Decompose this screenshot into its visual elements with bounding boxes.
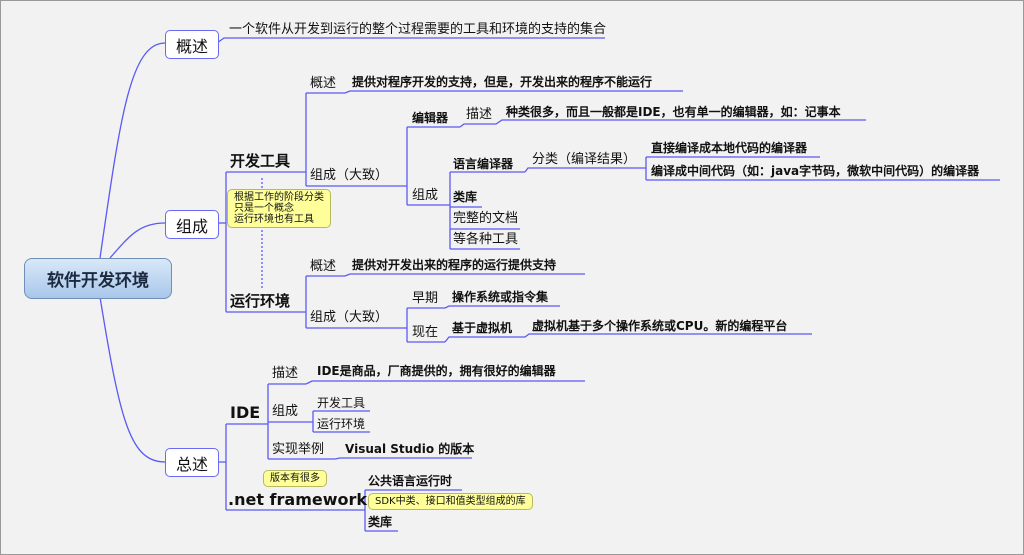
ide-comp-label[interactable]: 组成 — [272, 404, 299, 419]
root-node[interactable]: 软件开发环境 — [24, 258, 172, 299]
runtime-parts-label[interactable]: 组成（大致） — [310, 310, 389, 325]
devtools-overview-label[interactable]: 概述 — [310, 76, 337, 91]
vm-text[interactable]: 虚拟机基于多个操作系统或CPU。新的编程平台 — [532, 319, 788, 333]
net-library-node[interactable]: 类库 — [368, 515, 393, 529]
ide-comp-item[interactable]: 运行环境 — [317, 417, 366, 431]
now-label[interactable]: 现在 — [412, 325, 439, 340]
editor-node[interactable]: 编辑器 — [412, 111, 449, 125]
summary-node[interactable]: 总述 — [165, 448, 219, 477]
docs-node[interactable]: 完整的文档 — [453, 211, 519, 226]
compiler-node[interactable]: 语言编译器 — [453, 157, 514, 171]
sdk-note: SDK中类、接口和值类型组成的库 — [368, 493, 533, 510]
early-label[interactable]: 早期 — [412, 291, 439, 306]
ide-desc-label[interactable]: 描述 — [272, 366, 299, 381]
stage-note: 根据工作的阶段分类 只是一个概念 运行环境也有工具 — [227, 189, 331, 228]
note-line: 运行环境也有工具 — [234, 214, 314, 225]
tools-node[interactable]: 等各种工具 — [453, 232, 519, 247]
note-line: 根据工作的阶段分类 — [234, 192, 324, 203]
ide-example-label[interactable]: 实现举例 — [272, 442, 325, 457]
compiler-type[interactable]: 直接编译成本地代码的编译器 — [651, 141, 808, 155]
clr-node[interactable]: 公共语言运行时 — [368, 474, 453, 488]
net-framework-node[interactable]: .net framework — [228, 490, 368, 509]
library-node[interactable]: 类库 — [453, 190, 478, 204]
devtools-overview-text[interactable]: 提供对程序开发的支持，但是，开发出来的程序不能运行 — [352, 75, 653, 89]
runtime-node[interactable]: 运行环境 — [230, 292, 291, 310]
ide-example[interactable]: Visual Studio 的版本 — [345, 442, 475, 456]
editor-desc[interactable]: 种类很多，而且一般都是IDE，也有单一的编辑器，如：记事本 — [506, 105, 841, 119]
runtime-overview-label[interactable]: 概述 — [310, 259, 337, 274]
devtools-node[interactable]: 开发工具 — [230, 152, 291, 170]
overview-node[interactable]: 概述 — [165, 30, 219, 59]
composition-node[interactable]: 组成 — [165, 210, 219, 239]
compiler-class-label[interactable]: 分类（编译结果） — [532, 152, 637, 167]
early-text[interactable]: 操作系统或指令集 — [452, 290, 549, 304]
note-line: 只是一个概念 — [234, 203, 294, 214]
ide-desc[interactable]: IDE是商品，厂商提供的，拥有很好的编辑器 — [317, 364, 556, 378]
ide-node[interactable]: IDE — [230, 403, 261, 422]
vm-node[interactable]: 基于虚拟机 — [452, 321, 513, 335]
editor-desc-label[interactable]: 描述 — [466, 107, 493, 122]
compiler-type[interactable]: 编译成中间代码（如：java字节码，微软中间代码）的编译器 — [651, 164, 980, 178]
ide-comp-item[interactable]: 开发工具 — [317, 396, 366, 410]
devtools-comp-label[interactable]: 组成 — [412, 188, 439, 203]
runtime-overview-text[interactable]: 提供对开发出来的程序的运行提供支持 — [352, 258, 557, 272]
version-note: 版本有很多 — [263, 470, 327, 487]
devtools-parts-label[interactable]: 组成（大致） — [310, 168, 389, 183]
overview-text[interactable]: 一个软件从开发到运行的整个过程需要的工具和环境的支持的集合 — [229, 22, 607, 37]
